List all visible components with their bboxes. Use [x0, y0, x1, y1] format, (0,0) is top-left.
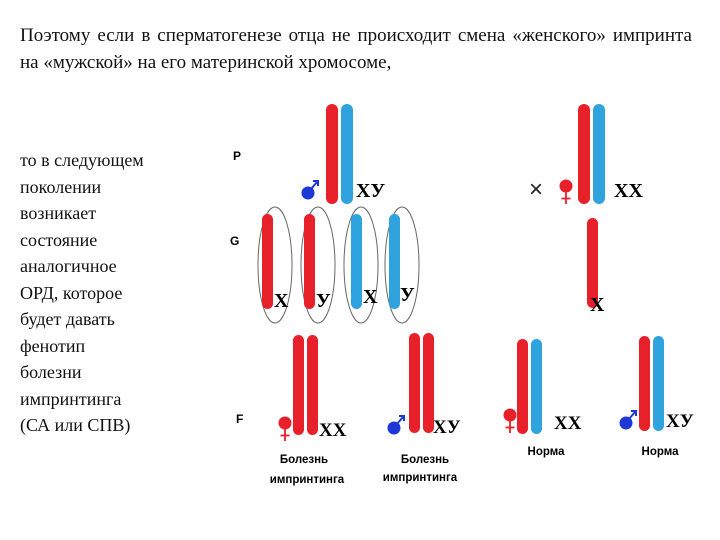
conclusion-line: состояние	[20, 229, 98, 250]
female-symbol-icon	[277, 415, 293, 442]
offspring-2-caption: импринтинга	[383, 472, 458, 484]
gamete-chromosome-x	[262, 214, 273, 309]
father-genotype: ХУ	[356, 180, 385, 202]
conclusion-paragraph: то в следующем поколении возникает состо…	[20, 147, 182, 439]
gamete-chromosome-x	[304, 214, 315, 309]
row-label-offspring: F	[236, 412, 243, 426]
male-symbol-icon	[386, 415, 405, 436]
offspring-4-genotype: ХУ	[666, 411, 694, 432]
gamete-label: Х	[590, 294, 605, 316]
conclusion-line: ОРД, которое	[20, 282, 123, 303]
conclusion-line: то в следующем	[20, 150, 144, 170]
offspring-2-chromosomes	[409, 333, 434, 433]
female-symbol-icon	[558, 178, 574, 205]
conclusion-line: возникает	[20, 203, 97, 223]
conclusion-line: поколении	[20, 176, 102, 197]
offspring-1-caption: Болезнь	[280, 454, 328, 466]
gamete-label: У	[400, 284, 415, 306]
conclusion-line: фенотип	[20, 335, 86, 356]
gamete-ellipses	[257, 206, 420, 324]
cross-symbol: ×	[529, 176, 543, 203]
intro-paragraph: Поэтому если в сперматогенезе отца не пр…	[20, 25, 692, 73]
female-symbol-icon	[502, 407, 518, 434]
gamete-label: Х	[274, 290, 289, 312]
mother-genotype: ХХ	[614, 180, 643, 202]
gamete-chromosome-y	[351, 214, 362, 309]
conclusion-line: импринтинга	[20, 388, 122, 409]
offspring-2-genotype: ХУ	[433, 417, 461, 438]
male-symbol-icon	[618, 410, 637, 431]
offspring-3-chromosomes	[517, 339, 542, 434]
male-symbol-icon	[300, 180, 319, 201]
offspring-4-chromosomes	[639, 336, 664, 431]
conclusion-line: аналогичное	[20, 256, 117, 276]
offspring-3-genotype: ХХ	[554, 413, 582, 434]
offspring-1-chromosomes	[293, 335, 318, 435]
offspring-3-caption: Норма	[528, 446, 566, 458]
conclusion-line: будет давать	[20, 309, 115, 329]
row-label-parents: P	[233, 149, 241, 163]
conclusion-line: болезни	[20, 362, 82, 382]
offspring-2-caption: Болезнь	[401, 454, 449, 466]
offspring-4-caption: Норма	[642, 446, 680, 458]
conclusion-line: (СА или СПВ)	[20, 415, 131, 435]
gamete-label: У	[316, 290, 331, 312]
father-chromosome-pair	[326, 104, 353, 204]
row-label-gametes: G	[230, 234, 239, 248]
offspring-1-genotype: ХХ	[319, 420, 347, 441]
mother-chromosome-pair	[578, 104, 605, 204]
gamete-label: Х	[363, 286, 378, 308]
gamete-chromosome-x	[587, 218, 598, 308]
offspring-1-caption: импринтинга	[270, 474, 345, 486]
gamete-chromosome-y	[389, 214, 400, 309]
